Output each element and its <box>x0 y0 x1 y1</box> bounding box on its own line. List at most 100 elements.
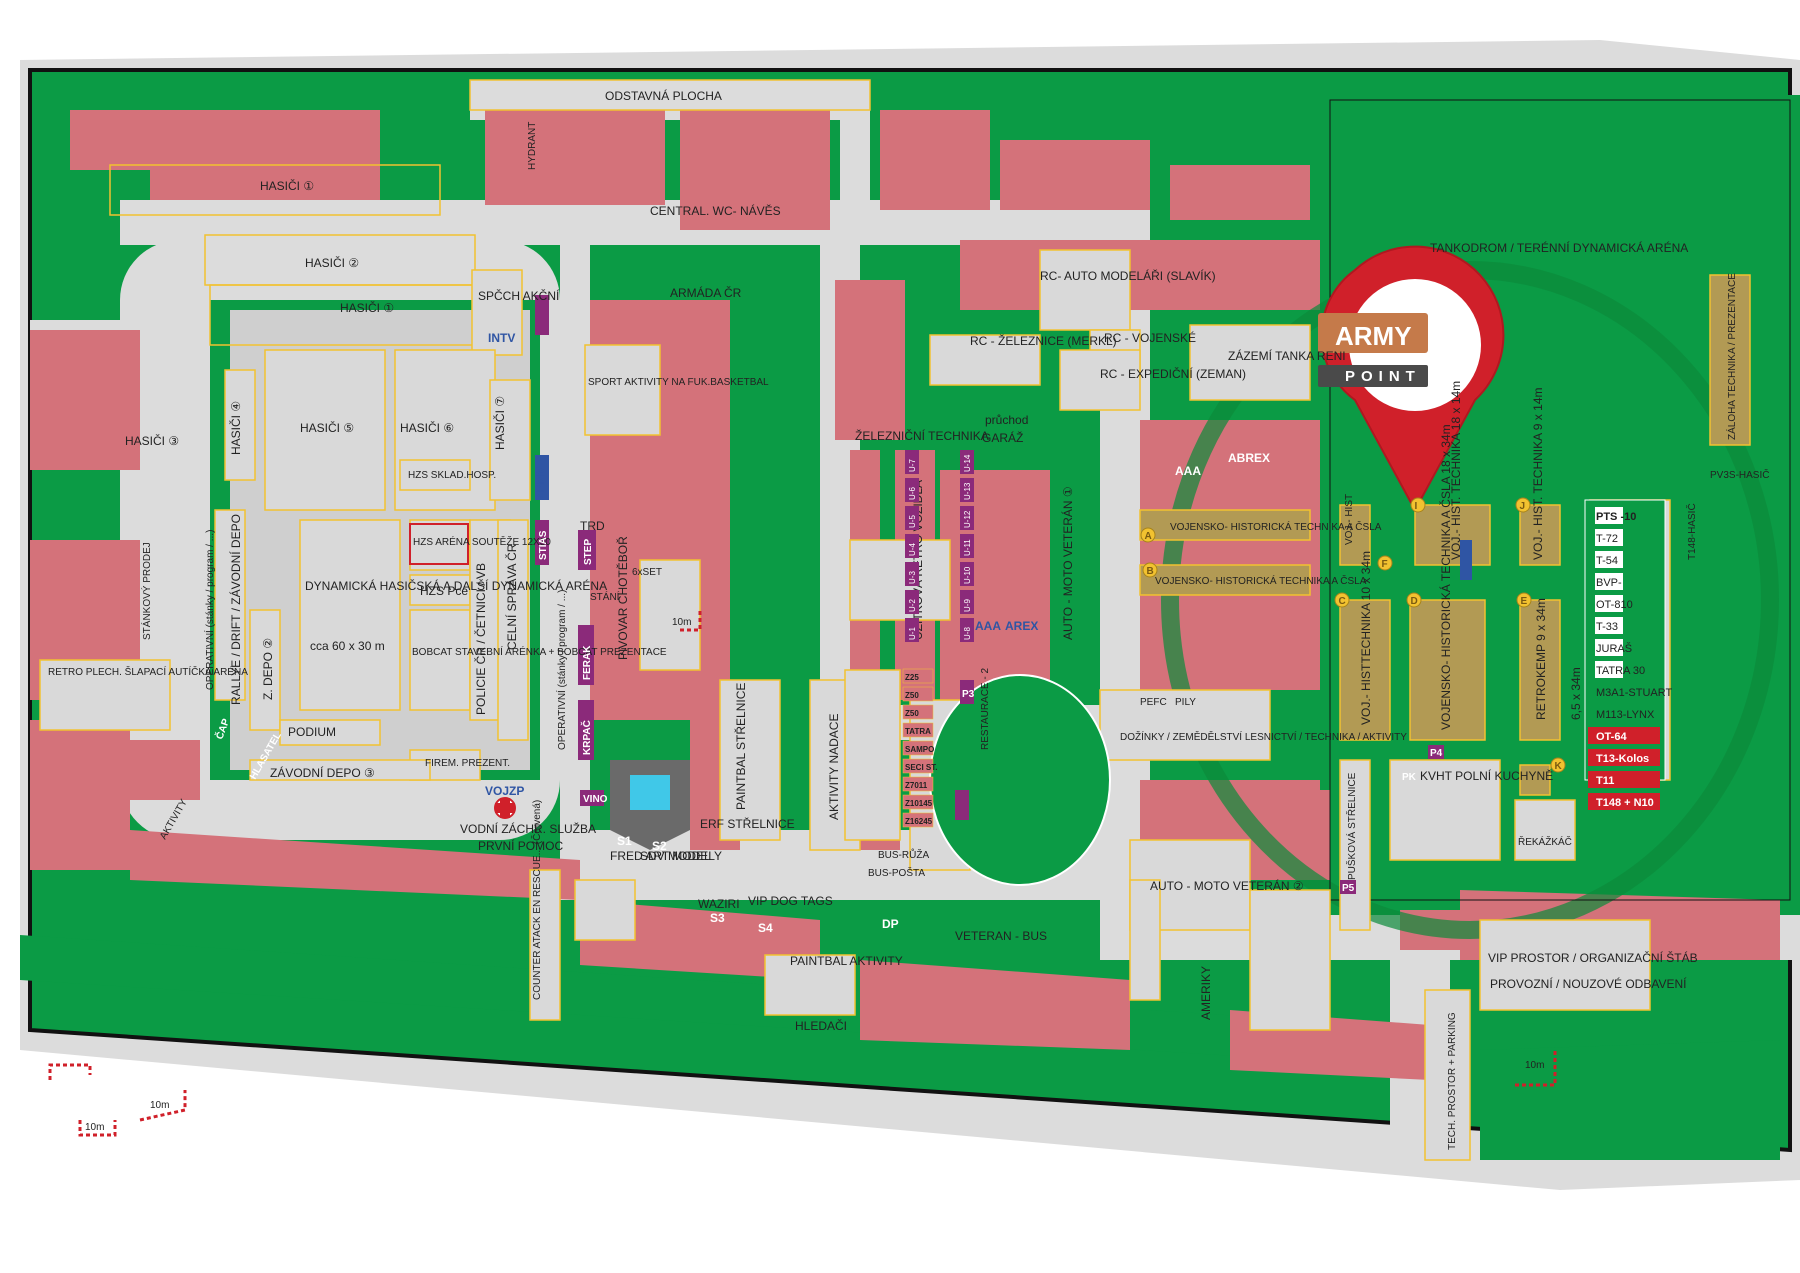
u-vehicle-slot <box>905 562 919 586</box>
label-rc-auto: RC- AUTO MODELÁŘI (SLAVÍK) <box>1040 268 1216 283</box>
label-arex: AREX <box>1005 619 1038 633</box>
label-pv3s: PV3S-HASIČ <box>1710 468 1769 481</box>
u-vehicle-slot <box>905 450 919 474</box>
label-s2: S2 <box>652 839 667 853</box>
vehicle-label: OT-64 <box>1596 731 1627 743</box>
label-hasici4: HASIČI ④ <box>228 401 243 455</box>
label-zpmv: ZPMV <box>533 467 547 500</box>
label-pily: PILY <box>1175 697 1196 708</box>
vehicle-badge <box>1595 617 1623 634</box>
vehicle-label: M3A1-STUART <box>1596 687 1672 699</box>
army-point-pin[interactable] <box>1318 245 1505 513</box>
label-hasici2: HASIČI ② <box>305 255 359 270</box>
z-vehicle-label: Z50 <box>905 709 919 718</box>
label-stias: STIAS <box>538 530 549 560</box>
z-vehicle-slot <box>902 758 934 774</box>
u-vehicle-slot <box>960 618 974 642</box>
vehicle-badge <box>1595 595 1623 612</box>
vehicle-label: BVP- <box>1596 577 1622 589</box>
z-vehicle-slot <box>902 722 934 738</box>
outer-grass-right <box>1480 1040 1780 1160</box>
label-operativni1: OPERATIVNÍ (stánky / program / ...) <box>203 530 216 690</box>
vehicle-label: T-54 <box>1596 555 1618 567</box>
label-hzs-sklad: HZS SKLAD.HOSP. <box>408 470 496 481</box>
zones <box>39 79 1671 1161</box>
u-vehicle-label: U-9 <box>963 599 972 612</box>
u-vehicle-label: U-6 <box>908 487 917 500</box>
label-aktivity-nadace: AKTIVITY NADACE <box>827 714 841 820</box>
z-vehicle-slot <box>902 668 934 684</box>
label-intv: INTV <box>488 331 515 345</box>
z-vehicle-slot <box>902 812 934 828</box>
label-setx: 6xSET <box>632 567 662 578</box>
label-hydrant: HYDRANT <box>527 122 538 170</box>
labels: ODSTAVNÁ PLOCHA HYDRANT CENTRAL. WC- NÁV… <box>48 88 1769 1150</box>
label-uzitkova: UŽITKOVÁ RETRO VOZIDLA <box>910 480 925 640</box>
label-krpac: KRPAČ <box>580 720 593 755</box>
label-p5: P5 <box>1342 883 1355 894</box>
zone-marker-letter: E <box>1521 596 1528 607</box>
z-vehicle-label: TATRA <box>905 727 931 736</box>
u-vehicle-label: U-7 <box>908 459 917 472</box>
vehicle-label: T148 + N10 <box>1596 797 1654 809</box>
u-vehicle-slot <box>905 590 919 614</box>
label-p4: P4 <box>1430 748 1443 759</box>
label-rc-expedicni: RC - EXPEDIČNÍ (ZEMAN) <box>1100 366 1246 381</box>
label-vojzp: VOJZP <box>485 784 524 798</box>
label-hzs-arena: HZS ARÉNA SOUTĚŽE 12X30 <box>413 535 551 548</box>
label-aaa: AAA <box>975 619 1001 633</box>
label-s1: S1 <box>617 834 632 848</box>
label-hledaci: HLEDAČI <box>795 1018 847 1033</box>
label-ten-m: 10m <box>672 617 691 628</box>
label-pk: PK <box>1402 772 1417 783</box>
label-vodni: VODNÍ ZÁCHR. SLUŽBA <box>460 821 596 836</box>
badges <box>535 295 1472 894</box>
u-vehicle-slot <box>960 506 974 530</box>
zone-marker <box>1515 497 1531 513</box>
zone-marker <box>1550 757 1566 773</box>
vehicle-list: PTS -10T-72T-54BVP-OT-810T-33JURAŠTATRA … <box>1588 507 1672 810</box>
u-vehicle-slot <box>960 478 974 502</box>
label-stankovy: STÁNKOVÝ PRODEJ <box>140 542 153 640</box>
label-zazemi: ZÁZEMÍ TANKA RENI <box>1228 348 1346 363</box>
zone-marker-letter: C <box>1339 596 1346 607</box>
label-sport: SPORT AKTIVITY NA FUK.BASKETBAL <box>588 377 769 388</box>
vehicle-label: T13-Kolos <box>1596 753 1649 765</box>
u-vehicle-slot <box>905 534 919 558</box>
scale-bars <box>48 610 1557 1137</box>
label-stani: STÁNÍ <box>590 590 620 603</box>
label-provozni: PROVOZNÍ / NOUZOVÉ ODBAVENÍ <box>1490 976 1687 991</box>
label-puskova: PUŠKOVÁ STŘELNICE <box>1345 772 1358 880</box>
label-odstavna: ODSTAVNÁ PLOCHA <box>605 88 722 103</box>
label-scale-a: 10m <box>85 1122 104 1133</box>
label-ameriky: AMERIKY <box>1199 966 1213 1020</box>
label-vh-d: VOJENSKO- HISTORICKÁ TECHNIKA A ČSLA 18 … <box>1438 424 1453 730</box>
zone-marker <box>1406 592 1422 608</box>
label-zavodni-depo3: ZÁVODNÍ DEPO ③ <box>270 765 375 780</box>
vehicle-label: T-33 <box>1596 621 1618 633</box>
z-vehicle-slot <box>902 776 934 792</box>
label-trd: TRD <box>580 519 605 533</box>
z-vehicle-slot <box>902 704 934 720</box>
zone-marker-letter: D <box>1411 596 1418 607</box>
label-aaa2: AAA <box>1175 464 1201 478</box>
label-zaloha: ZÁLOHA TECHNIKA / PREZENTACE <box>1725 273 1738 440</box>
label-t148-hasic: T148-HASIČ <box>1685 503 1698 560</box>
vehicle-badge <box>1588 793 1660 810</box>
label-scale-c: 10m <box>1525 1060 1544 1071</box>
zone-marker-letter: K <box>1555 761 1563 772</box>
z-vehicle-label: Z25 <box>905 673 919 682</box>
u-vehicle-label: U-10 <box>963 566 972 584</box>
label-auto-moto1: AUTO - MOTO VETERÁN ① <box>1060 486 1075 640</box>
vehicle-badge <box>1595 551 1623 568</box>
label-hasici7: HASIČI ⑦ <box>492 396 507 450</box>
u-vehicle-slot <box>905 478 919 502</box>
label-scale-b: 10m <box>150 1100 169 1111</box>
label-hasici1: HASIČI ① <box>260 178 314 193</box>
label-spcch: SPČCH AKČNÍ <box>478 288 560 303</box>
label-paintbal-aktivity: PAINTBAL AKTIVITY <box>790 954 903 968</box>
u-vehicle-slot <box>960 450 974 474</box>
